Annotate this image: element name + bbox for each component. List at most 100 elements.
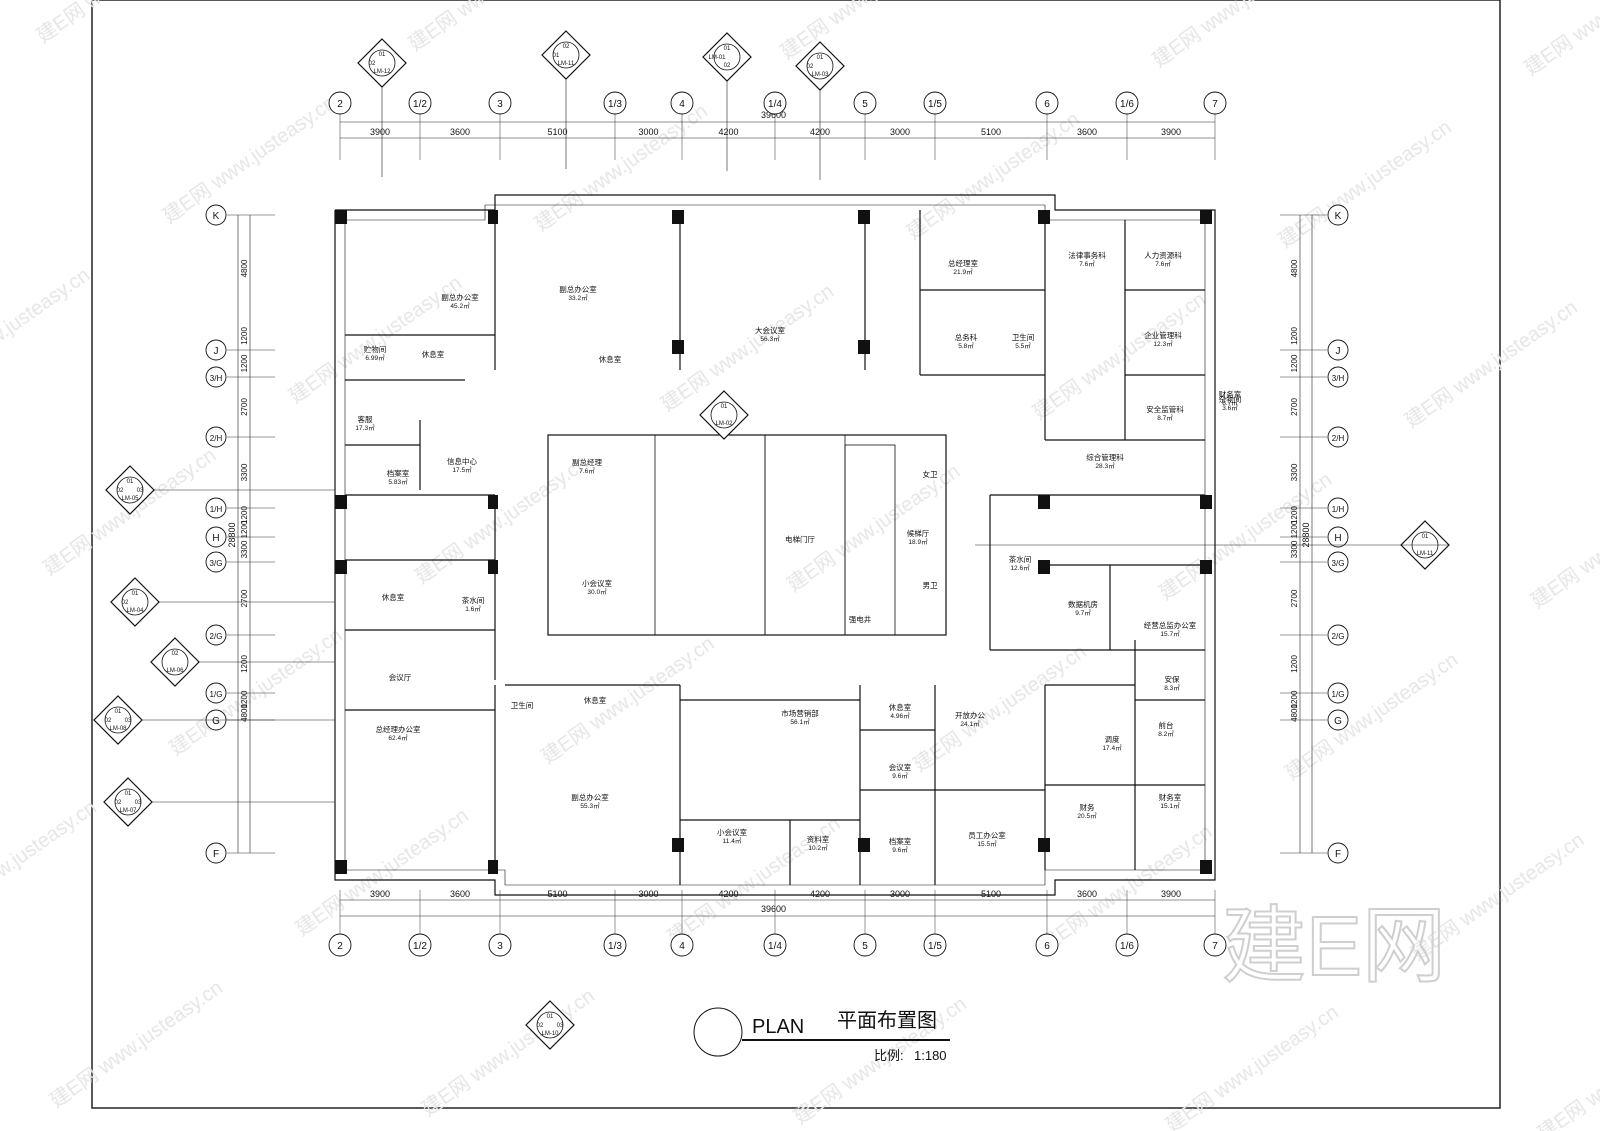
section-mark-text: LM-11 (558, 61, 575, 67)
section-mark-text: 01 (817, 55, 824, 61)
room-name: 财务室 (1219, 389, 1242, 399)
section-mark-circle (368, 49, 396, 77)
column-axis-label: 1/3 (608, 99, 622, 110)
room-area: 10.2㎡ (808, 843, 828, 852)
column-total-dimension: 39600 (761, 904, 786, 914)
room-area: 9.6㎡ (892, 771, 908, 780)
room-name: 卫生间 (1012, 332, 1035, 342)
room-name: 休息室 (584, 695, 607, 705)
section-mark-text: 02 (369, 61, 376, 67)
section-mark-text: 01 (547, 1014, 554, 1020)
room-area: 8.7㎡ (1157, 413, 1173, 422)
section-mark-text: LM-12 (373, 69, 391, 75)
section-mark-circle (121, 588, 149, 616)
section-mark-text: 02 (172, 651, 179, 657)
row-axis-bubble (205, 426, 227, 448)
room-name: 候梯厅 (907, 528, 930, 538)
room-name: 经营总监办公室 (1144, 620, 1197, 630)
column-span-dimension: 5100 (547, 127, 567, 137)
room-area: 5.83㎡ (388, 477, 408, 486)
row-axis-label: 3/H (1332, 374, 1345, 383)
section-mark-text: 01 (1422, 534, 1429, 540)
room-area: 15.7㎡ (1160, 629, 1180, 638)
room-area: 4.96㎡ (890, 711, 910, 720)
room-name: 总经理室 (948, 258, 978, 268)
room-name: 员工办公室 (968, 830, 1006, 840)
row-axis-bubble (205, 842, 227, 864)
row-span-dimension: 2700 (240, 589, 249, 607)
row-total-dimension: 28800 (227, 522, 237, 547)
room-name: 大会议室 (755, 325, 785, 335)
section-mark-text: LM-01 (708, 55, 726, 61)
room-area: 7.6㎡ (579, 466, 595, 475)
row-span-dimension: 4800 (1290, 704, 1299, 722)
room-label: 卫生间 (511, 700, 534, 710)
row-span-dimension: 3300 (1290, 540, 1299, 558)
row-span-dimension: 4800 (1290, 259, 1299, 277)
column-axis-label: 4 (679, 941, 685, 952)
room-name: 前台 (1159, 720, 1174, 730)
section-mark-text: 02 (537, 1023, 544, 1029)
room-label: 电梯门厅 (785, 534, 815, 544)
row-axis-label: H (212, 533, 219, 544)
section-mark-text: LM-02 (715, 421, 733, 427)
room-name: 档案室 (387, 468, 410, 478)
room-area: 5.5㎡ (1015, 341, 1031, 350)
row-span-dimension: 1200 (240, 520, 249, 538)
structural-columns (335, 210, 1212, 874)
section-mark-circle (710, 401, 738, 429)
row-axis-bubble (205, 366, 227, 388)
section-mark-text: 02 (115, 800, 122, 806)
room-name: 市场营销部 (781, 708, 819, 718)
room-area: 56.3㎡ (760, 334, 780, 343)
room-name: 小会议室 (582, 578, 612, 588)
room-name: 茶水间 (1009, 554, 1032, 564)
section-mark-text: LM-11 (1417, 551, 1434, 557)
column-axis-label: 4 (679, 99, 685, 110)
column-axis-label: 2 (337, 941, 343, 952)
column-axis-label: 6 (1044, 99, 1050, 110)
room-label: 休息室 (382, 592, 405, 602)
room-name: 综合管理科 (1086, 452, 1124, 462)
row-axis-bubble (205, 526, 227, 548)
row-span-dimension: 1200 (240, 655, 249, 673)
section-mark-layer: 0102LM-120201LM-1101LM-01020102LM-0301LM… (93, 30, 1450, 1050)
row-axis-label: 1/H (210, 505, 223, 514)
row-axis-label: G (212, 716, 220, 727)
column-span-dimension: 3000 (638, 889, 658, 899)
row-axis-bubble (1327, 624, 1349, 646)
section-mark-text: LM-08 (109, 726, 127, 732)
row-axis-bubble (1327, 497, 1349, 519)
section-mark-diamond (699, 390, 749, 440)
row-span-dimension: 4800 (240, 259, 249, 277)
title-circle (693, 1007, 743, 1057)
room-label: 强电井 (849, 614, 872, 624)
column-span-dimension: 3000 (890, 127, 910, 137)
room-label: 前台8.2㎡ (1158, 720, 1174, 738)
room-name: 卫生间 (511, 700, 534, 710)
column-axis-label: 1/4 (768, 99, 782, 110)
column-axis-label: 1/6 (1120, 941, 1134, 952)
room-name: 女卫 (923, 469, 938, 479)
row-axis-label: 2/G (1332, 632, 1345, 641)
section-mark-text: LM-04 (126, 608, 144, 614)
section-mark-circle (116, 476, 144, 504)
row-total-dimension: 28800 (1301, 522, 1311, 547)
row-span-dimension: 4800 (240, 704, 249, 722)
row-span-dimension: 3300 (1290, 463, 1299, 481)
room-area: 20.5㎡ (1077, 811, 1097, 820)
section-mark-diamond (110, 577, 160, 627)
